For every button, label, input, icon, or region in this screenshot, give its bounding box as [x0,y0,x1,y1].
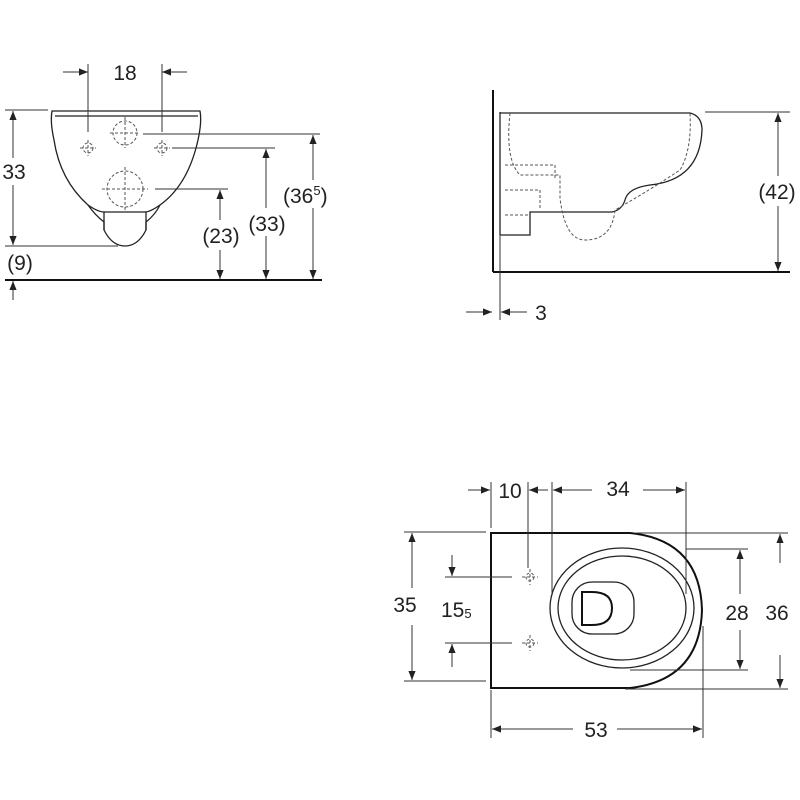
front-outlet [87,204,161,247]
dim-bowl-length: 34 [606,478,630,501]
dim-outlet-height: (23) [202,225,239,248]
dim-mount-height: (42) [758,181,795,204]
top-mount-hole-upper-icon [522,569,538,585]
dim-hole-spacing: 18 [113,62,136,85]
dim-width: 35 [393,594,416,617]
seat-inner [557,555,687,661]
dim-top-hole-height: (365) [283,183,328,208]
dim-hole-offset: 10 [498,480,521,503]
mount-hole-right-icon [154,140,170,156]
dim-wall-gap: 3 [535,302,547,325]
dim-floor-gap: (9) [7,252,33,275]
dim-overall-width: 36 [765,602,788,625]
top-bowl-outline [490,532,704,689]
top-view: 10 34 35 155 28 36 53 [393,478,788,742]
dim-upper-hole-height: (33) [248,213,285,236]
dim-seat-width: 28 [725,602,748,625]
dim-height: 33 [2,161,25,184]
front-view: 18 33 (9) (23) (33) (365) [2,62,328,300]
dim-hole-spacing-top: 155 [441,599,472,622]
top-mount-hole-lower-icon [522,635,538,651]
drain-d-icon [581,591,614,626]
side-inner-bowl [508,112,691,241]
seat-outer [549,547,695,669]
dim-overall-length: 53 [584,719,607,742]
bowl-opening [571,581,635,635]
side-bowl-outline [500,112,703,236]
mount-hole-left-icon [80,140,96,156]
front-bowl-outline [50,110,202,213]
side-view: (42) 3 [466,90,796,325]
